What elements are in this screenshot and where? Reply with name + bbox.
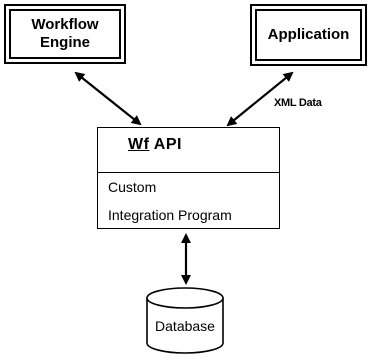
application-label: Application: [267, 26, 350, 43]
wf-api-divider: [98, 172, 279, 173]
edge-application-api: [226, 71, 294, 127]
wf-api-title: Wf API: [128, 136, 182, 154]
workflow-engine-label-line1: Workflow: [31, 16, 99, 33]
wf-api-node: Wf API Custom Integration Program: [97, 127, 280, 229]
database-cylinder: [146, 287, 224, 354]
custom-label: Custom: [108, 179, 157, 195]
wf-api-title-suffix: API: [149, 136, 182, 153]
workflow-engine-node: Workflow Engine: [4, 4, 126, 64]
wf-api-title-prefix: Wf: [128, 136, 150, 153]
application-node: Application: [250, 4, 367, 66]
xml-data-edge-label: XML Data: [274, 97, 322, 109]
edge-workflow-engine-api: [74, 71, 142, 126]
integration-program-label: Integration Program: [108, 207, 232, 223]
workflow-engine-label-line2: Engine: [39, 34, 90, 51]
database-label: Database: [155, 318, 215, 334]
